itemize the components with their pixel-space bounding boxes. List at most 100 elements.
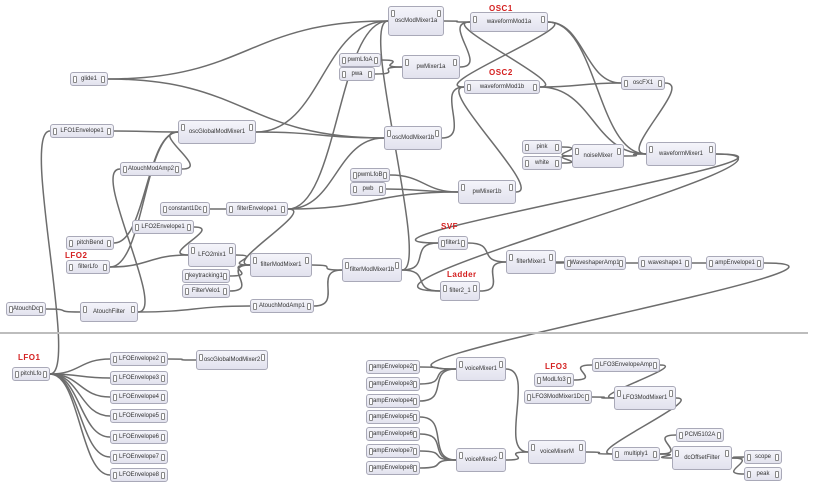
wire-lfo1Envelope1-to-oscGlobalModMixer1 <box>113 130 179 133</box>
node-waveformMixer1[interactable]: waveformMixer1 <box>646 142 716 166</box>
node-ampEnvelope4[interactable]: ampEnvelope4 <box>366 394 420 408</box>
node-lfoEnvelope2[interactable]: LFOEnvelope2 <box>110 352 168 366</box>
node-waveformMod1a[interactable]: waveformMod1a <box>470 12 548 32</box>
node-oscModMixer1a[interactable]: oscModMixer1a <box>388 6 444 36</box>
wire-multiply1-to-dcOffsetFilter <box>659 453 673 459</box>
wire-filterModMixer1-to-filterModMixer1b <box>311 264 343 271</box>
node-ampEnvelope6[interactable]: ampEnvelope6 <box>366 427 420 441</box>
label-osc1: OSC1 <box>489 4 513 13</box>
wire-filterEnvelope1-to-oscModMixer1a <box>287 20 389 210</box>
wire-ampEnvelope1-to-voiceMixer1 <box>430 262 790 370</box>
wire-filterModMixer1b-to-filter1 <box>401 242 439 271</box>
wire-white-to-noiseMixer <box>561 155 573 164</box>
wire-pwMixer1b-to-waveformMod1b <box>458 86 522 193</box>
node-voiceMixer1[interactable]: voiceMixer1 <box>456 357 506 381</box>
wire-glide1-to-oscModMixer1b <box>107 78 385 139</box>
label-lfo1: LFO1 <box>18 353 41 362</box>
node-pitchLfo[interactable]: pitchLfo <box>12 367 50 381</box>
node-ampEnvelope3[interactable]: ampEnvelope3 <box>366 377 420 391</box>
label-ladder: Ladder <box>447 270 477 279</box>
node-glide1[interactable]: glide1 <box>70 72 108 86</box>
node-peak[interactable]: peak <box>744 467 782 481</box>
wire-pwmLfoA-to-pwMixer1a <box>380 59 403 68</box>
wire-glide1-to-oscModMixer1a <box>107 20 389 80</box>
node-white[interactable]: white <box>522 156 562 170</box>
wire-waveformMixer1-to-filter1 <box>415 153 739 244</box>
node-filterModMixer1[interactable]: filterModMixer1 <box>250 253 312 277</box>
wire-ampEnvelope8-to-voiceMixer2 <box>419 459 457 469</box>
node-filterLfo[interactable]: filterLfo <box>66 260 110 274</box>
node-lfo2mix1[interactable]: LFO2mix1 <box>188 243 236 267</box>
node-multiply1[interactable]: multiply1 <box>612 447 660 461</box>
wire-filterMixer1-to-waveshaperAmp1 <box>553 261 567 264</box>
node-filterModMixer1b[interactable]: filterModMixer1b <box>342 258 402 282</box>
wire-lfo2Envelope1-to-lfo2mix1 <box>179 226 203 256</box>
node-scope[interactable]: scope <box>744 450 782 464</box>
wire-filterEnvelope1-to-filterModMixer1 <box>243 208 295 266</box>
node-lfo2Envelope1[interactable]: LFO2Envelope1 <box>132 220 194 234</box>
node-atouchModAmp2[interactable]: AtouchModAmp2 <box>120 162 182 176</box>
node-lfoEnvelope7[interactable]: LFOEnvelope7 <box>110 450 168 464</box>
node-oscFX1[interactable]: oscFX1 <box>621 76 665 90</box>
node-pwmLfoB[interactable]: pwmLfoB <box>350 168 390 182</box>
label-svf: SVF <box>441 222 459 231</box>
wire-ampEnvelope5-to-voiceMixer2 <box>419 416 457 461</box>
node-pink[interactable]: pink <box>522 140 562 154</box>
wire-pink-to-noiseMixer <box>561 146 573 157</box>
node-modLfo3[interactable]: ModLfo3 <box>534 373 574 387</box>
node-lfoEnvelope5[interactable]: LFOEnvelope5 <box>110 409 168 423</box>
node-ampEnvelope8[interactable]: ampEnvelope8 <box>366 461 420 475</box>
node-lfoEnvelope6[interactable]: LFOEnvelope6 <box>110 430 168 444</box>
node-pwb[interactable]: pwb <box>350 182 386 196</box>
node-filterMixer1[interactable]: filterMixer1 <box>506 250 556 274</box>
node-lfo3ModMixer1[interactable]: LFO3ModMixer1 <box>614 386 676 410</box>
node-atouchFilter[interactable]: AtouchFilter <box>80 302 138 322</box>
node-filterVelo1[interactable]: FilterVelo1 <box>182 284 230 298</box>
node-pcm5102a[interactable]: PCM5102A <box>676 428 724 442</box>
node-pwMixer1b[interactable]: pwMixer1b <box>458 180 516 204</box>
node-filter1[interactable]: filter1 <box>438 236 468 250</box>
node-voiceMixerM[interactable]: voiceMixerM <box>528 440 586 464</box>
node-pwa[interactable]: pwa <box>339 67 375 81</box>
wire-pitchLfo-to-lfoEnvelope8 <box>49 373 111 476</box>
wire-voiceMixer2-to-voiceMixerM <box>505 451 529 461</box>
node-lfo3ModMixer1Dc[interactable]: LFO3ModMixer1Dc <box>524 390 592 404</box>
node-lfoEnvelope8[interactable]: LFOEnvelope8 <box>110 468 168 482</box>
node-constant1Dc[interactable]: constant1Dc <box>160 202 210 216</box>
node-lfoEnvelope4[interactable]: LFOEnvelope4 <box>110 390 168 404</box>
wire-voiceMixerM-to-multiply1 <box>585 451 613 455</box>
wire-atouchFilter-to-atouchModAmp1 <box>137 305 251 313</box>
node-waveformMod1b[interactable]: waveformMod1b <box>464 80 540 94</box>
node-voiceMixer2[interactable]: voiceMixer2 <box>456 448 506 472</box>
node-ampEnvelope5[interactable]: ampEnvelope5 <box>366 410 420 424</box>
node-oscGlobalModMixer1[interactable]: oscGlobalModMixer1 <box>178 120 256 144</box>
wire-filterEnvelope1-to-pwMixer1b <box>287 191 459 210</box>
node-dcOffsetFilter[interactable]: dcOffsetFilter <box>672 446 732 470</box>
node-lfo1Envelope1[interactable]: LFO1Envelope1 <box>50 124 114 138</box>
node-ampEnvelope2[interactable]: ampEnvelope2 <box>366 360 420 374</box>
wire-ampEnvelope4-to-voiceMixer1 <box>419 368 457 402</box>
node-atouchModAmp1[interactable]: AtouchModAmp1 <box>250 299 314 313</box>
wire-pwa-to-pwMixer1a <box>374 66 403 75</box>
node-lfo3EnvelopeAmp[interactable]: LFO3EnvelopeAmp <box>592 358 660 372</box>
node-oscModMixer1b[interactable]: oscModMixer1b <box>384 126 442 150</box>
node-pwmLfoA[interactable]: pwmLfoA <box>339 53 381 67</box>
node-atouchDc[interactable]: AtouchDc <box>6 302 46 316</box>
label-lfo3: LFO3 <box>545 362 568 371</box>
node-filterEnvelope1[interactable]: filterEnvelope1 <box>226 202 288 216</box>
node-keytracking1[interactable]: keytracking1 <box>182 269 230 283</box>
node-pitchBend[interactable]: pitchBend <box>66 236 114 250</box>
node-noiseMixer[interactable]: noiseMixer <box>572 144 624 168</box>
node-ampEnvelope7[interactable]: ampEnvelope7 <box>366 444 420 458</box>
node-lfoEnvelope3[interactable]: LFOEnvelope3 <box>110 371 168 385</box>
node-waveshape1[interactable]: waveshape1 <box>638 256 692 270</box>
node-ampEnvelope1[interactable]: ampEnvelope1 <box>706 256 764 270</box>
node-filter2_1[interactable]: filter2_1 <box>440 281 480 301</box>
node-pwMixer1a[interactable]: pwMixer1a <box>402 55 460 79</box>
wire-filterLfo-to-lfo2mix1 <box>109 254 189 268</box>
wire-pitchLfo-to-lfoEnvelope2 <box>49 358 111 375</box>
node-oscGlobalModMixer2[interactable]: oscGlobalModMixer2 <box>196 350 268 370</box>
label-osc2: OSC2 <box>489 68 513 77</box>
node-waveshaperAmp1[interactable]: WaveshaperAmp1 <box>564 256 626 270</box>
